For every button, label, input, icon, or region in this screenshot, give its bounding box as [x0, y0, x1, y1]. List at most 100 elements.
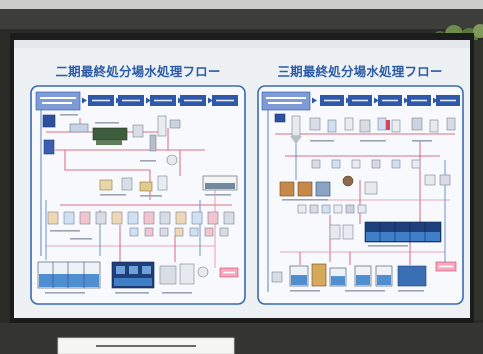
leaf-cluster [473, 24, 483, 38]
illegible-caption [368, 245, 408, 247]
vertical-tank [157, 175, 168, 191]
flow-arrow [146, 97, 151, 104]
small-unit [351, 159, 361, 169]
small-unit [371, 159, 381, 169]
flow-arrow [374, 97, 379, 104]
illegible-text-line [223, 271, 235, 274]
small-unit [219, 227, 229, 237]
vertical-tank [157, 115, 167, 137]
illegible-caption [360, 140, 386, 142]
small-unit [344, 117, 354, 131]
illegible-text-line [184, 99, 202, 102]
treatment-tank [397, 265, 427, 287]
small-unit [411, 117, 423, 131]
flow-start-box [35, 91, 81, 111]
filter-unit [92, 127, 128, 141]
illegible-text-line [154, 99, 172, 102]
small-unit [391, 119, 401, 133]
equipment [69, 123, 89, 133]
tank [139, 181, 153, 192]
illegible-text-line [352, 99, 368, 102]
flow-arrow [208, 97, 213, 104]
equipment [439, 174, 451, 186]
small-unit [159, 227, 169, 237]
tank-water [39, 274, 99, 287]
tank-water [377, 275, 391, 285]
tank-window [116, 266, 125, 274]
illegible-caption [310, 140, 334, 142]
small-unit [309, 117, 321, 131]
equipment [329, 224, 341, 240]
small-unit [127, 211, 139, 225]
small-unit [359, 119, 371, 133]
small-unit [377, 117, 387, 131]
valve [386, 120, 390, 130]
flow-start-box [261, 91, 311, 111]
illegible-caption [205, 194, 231, 196]
small-unit [327, 119, 337, 133]
tank [99, 179, 113, 191]
illegible-caption [345, 290, 385, 292]
hopper [290, 136, 302, 144]
small-unit [174, 227, 184, 237]
small-unit [189, 227, 199, 237]
equipment [342, 224, 354, 240]
illegible-caption [140, 195, 162, 197]
small-unit [159, 211, 171, 225]
tank-water [331, 276, 345, 286]
illegible-caption [412, 140, 432, 142]
illegible-text-line [382, 99, 398, 102]
illegible-caption [70, 238, 92, 240]
pump-unit [274, 113, 286, 123]
tank-water [356, 275, 370, 285]
small-unit [391, 159, 401, 169]
illegible-text-line [216, 99, 234, 102]
small-unit [446, 117, 456, 131]
illegible-text-line [324, 99, 340, 102]
small-unit [63, 211, 75, 225]
small-unit [207, 211, 219, 225]
illegible-text-line [268, 102, 302, 104]
illegible-caption [162, 292, 192, 294]
flow-arrow [404, 97, 409, 104]
small-unit [223, 211, 235, 225]
illegible-text-line [439, 265, 453, 268]
equipment [364, 181, 378, 195]
right-flow-diagram [261, 91, 460, 292]
board-top-shade [14, 40, 470, 48]
small-unit [321, 204, 331, 214]
tank-water [114, 278, 152, 286]
pipe [64, 150, 150, 171]
pump-unit [43, 139, 55, 155]
small-unit [143, 211, 155, 225]
illegible-text-line [440, 99, 456, 102]
tank-window [129, 266, 138, 274]
small-unit [331, 159, 341, 169]
small-unit [204, 227, 214, 237]
equipment [179, 263, 195, 285]
equipment [149, 134, 157, 152]
small-unit [95, 211, 107, 225]
ceiling-beam [0, 9, 483, 29]
tank-window [142, 266, 151, 274]
small-unit [47, 211, 59, 225]
small-unit [297, 204, 307, 214]
pump-unit [42, 114, 56, 128]
small-unit [345, 204, 355, 214]
right-diagram-title: 三期最終処分場水処理フロー [277, 64, 442, 79]
illegible-caption [50, 230, 80, 232]
round-tank [342, 175, 354, 187]
illegible-caption [95, 122, 119, 124]
left-diagram-title: 二期最終処分場水処理フロー [55, 64, 220, 79]
tank [297, 181, 313, 197]
illegible-caption [398, 290, 424, 292]
small-unit [309, 204, 319, 214]
illegible-caption [140, 160, 156, 162]
small-unit [144, 227, 154, 237]
small-unit [311, 159, 321, 169]
illegible-caption [115, 292, 149, 294]
small-unit [191, 211, 203, 225]
equipment [159, 265, 177, 285]
